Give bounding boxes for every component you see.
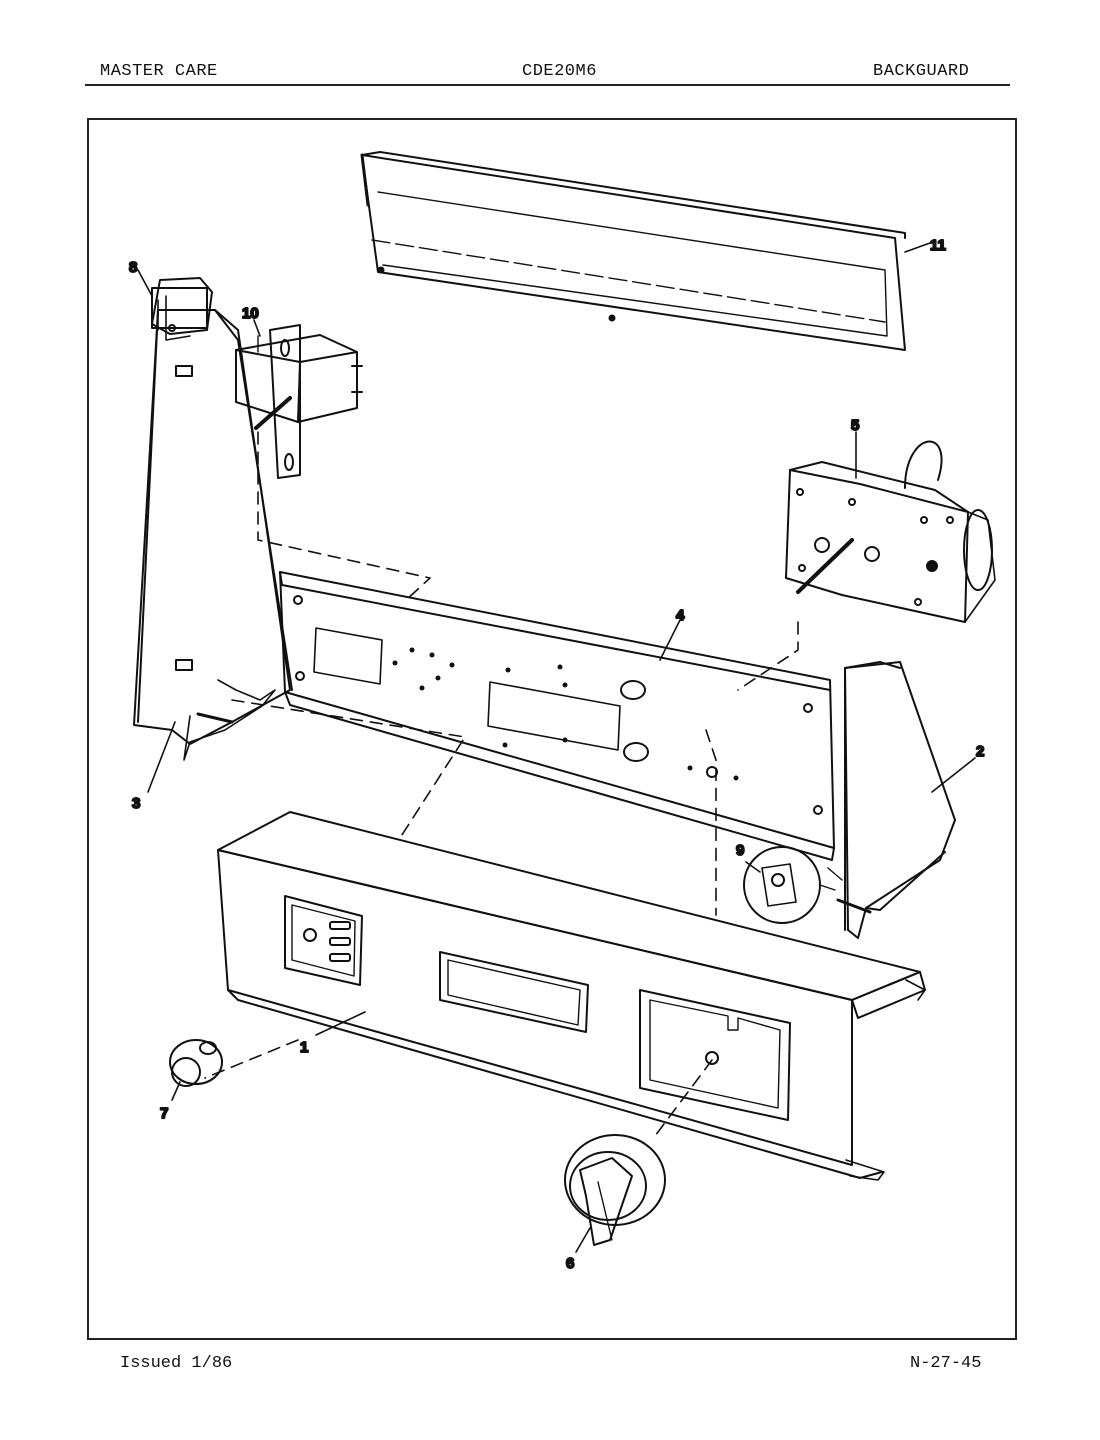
callout-8: 8 [129, 259, 137, 276]
part-5-timer [785, 440, 996, 623]
part-3-left-end-cap [133, 309, 293, 761]
header-rule [85, 84, 1010, 86]
footer-page-number: N-27-45 [910, 1354, 982, 1373]
callout-10: 10 [242, 305, 259, 322]
footer-issue-date: Issued 1/86 [120, 1354, 233, 1373]
callout-5: 5 [851, 417, 859, 434]
part-11-top-trim [360, 151, 906, 351]
callout-9: 9 [736, 842, 744, 859]
part-9-clip-detail [743, 846, 836, 924]
diagram-frame [87, 118, 1017, 1340]
part-4-control-panel [279, 571, 835, 861]
part-1-front-panel [217, 811, 926, 1181]
part-2-right-end-cap [827, 661, 956, 939]
callout-1: 1 [300, 1039, 308, 1056]
callout-11: 11 [930, 237, 946, 254]
callout-4: 4 [676, 607, 685, 624]
assembly-leader-lines [204, 431, 799, 1141]
part-6-large-knob [564, 1134, 666, 1246]
header-section-title: BACKGUARD [873, 62, 970, 81]
header-brand: MASTER CARE [100, 62, 218, 81]
callout-2: 2 [976, 743, 984, 760]
callout-leaders [137, 242, 976, 1253]
callout-6: 6 [566, 1255, 574, 1272]
header-model-number: CDE20M6 [522, 62, 597, 81]
part-10-switch [235, 324, 363, 479]
callout-3: 3 [132, 795, 140, 812]
part-7-small-knob [169, 1039, 223, 1087]
callout-7: 7 [160, 1105, 168, 1122]
